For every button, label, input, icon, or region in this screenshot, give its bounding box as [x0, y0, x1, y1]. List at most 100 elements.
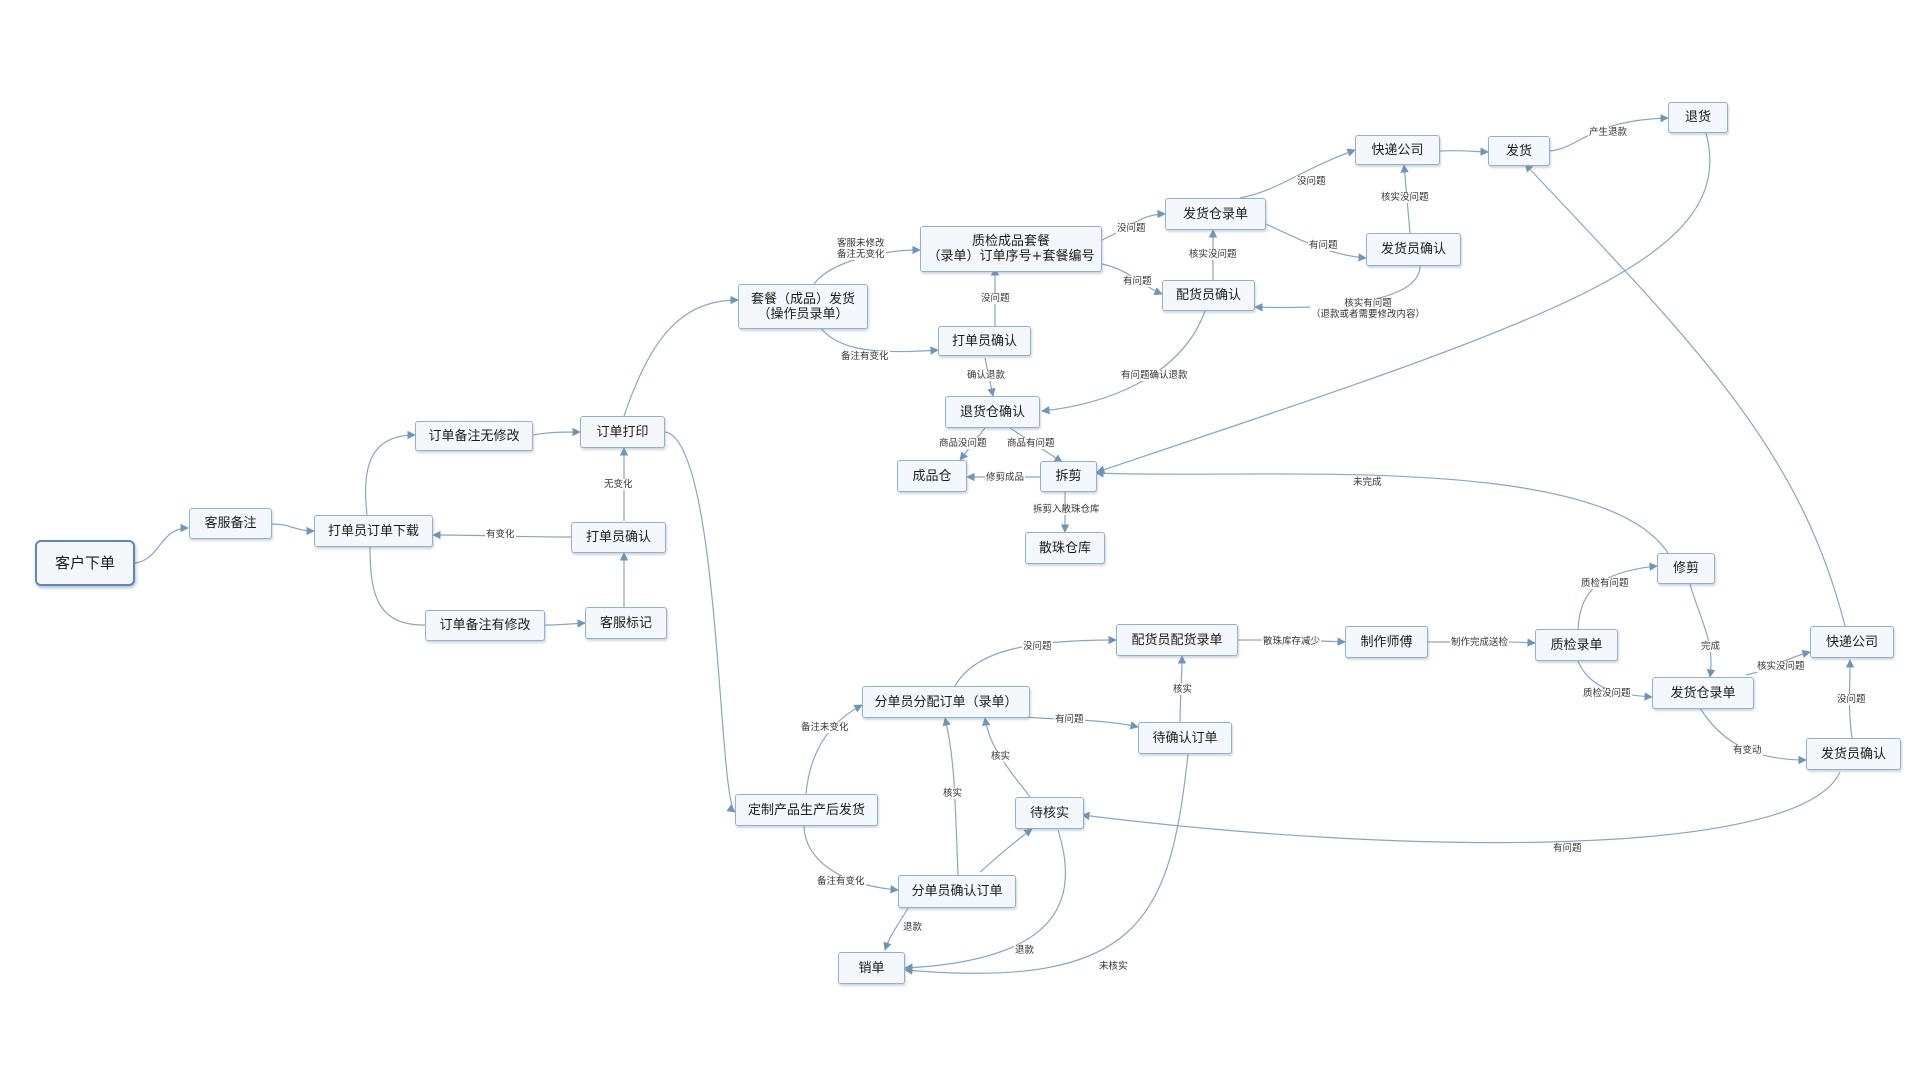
- node-maker[interactable]: 制作师傅: [1345, 626, 1428, 658]
- label-goods-issue: 商品有问题: [1006, 438, 1056, 449]
- label-note-changed-2: 备注有变化: [816, 876, 866, 887]
- label-verify-1: 核实: [1172, 684, 1194, 695]
- node-printer-download[interactable]: 打单员订单下载: [314, 515, 433, 547]
- node-qc-entry[interactable]: 质检录单: [1535, 629, 1618, 661]
- edge-custom-to-confirm-order: [803, 825, 899, 894]
- label-verified-ok-1: 核实没问题: [1188, 249, 1238, 260]
- label-verified-issue: 核实有问题 （退款或者需要修改内容）: [1310, 298, 1427, 320]
- node-printer-confirm[interactable]: 打单员确认: [571, 522, 666, 553]
- edge-courier2-to-ship: [1524, 163, 1846, 627]
- edge-download-to-no-change: [364, 430, 416, 516]
- edge-pending2-to-cancel: [904, 829, 1067, 972]
- node-cs-note[interactable]: 客服备注: [189, 508, 272, 539]
- label-has-problem-1: 有问题: [1122, 276, 1153, 287]
- node-customer-order[interactable]: 客户下单: [35, 540, 135, 586]
- label-no-problem-5: 没问题: [1836, 694, 1867, 705]
- node-pending-confirm-order[interactable]: 待确认订单: [1138, 722, 1232, 754]
- edge-picker-to-return: [1041, 310, 1206, 415]
- node-cs-mark[interactable]: 客服标记: [585, 607, 667, 639]
- node-return-warehouse-confirm[interactable]: 退货仓确认: [945, 396, 1040, 428]
- label-completed: 完成: [1700, 641, 1722, 652]
- node-shipper-confirm[interactable]: 发货员确认: [1366, 233, 1461, 266]
- edge-return-goods-to-cut: [1096, 132, 1711, 474]
- node-return-goods[interactable]: 退货: [1668, 102, 1728, 133]
- node-note-modified[interactable]: 订单备注有修改: [425, 610, 545, 641]
- node-dispatcher-confirm[interactable]: 分单员确认订单: [898, 875, 1016, 908]
- node-ship-warehouse-entry-2[interactable]: 发货仓录单: [1652, 677, 1754, 709]
- node-picker-pick-entry[interactable]: 配货员配货录单: [1116, 624, 1238, 656]
- label-no-problem-4: 没问题: [1022, 641, 1053, 652]
- node-order-print[interactable]: 订单打印: [580, 416, 665, 448]
- edge-qc-to-ship-entry: [1101, 209, 1166, 241]
- node-printer-confirm-2[interactable]: 打单员确认: [938, 326, 1031, 356]
- label-has-problem-4: 有问题: [1054, 714, 1085, 725]
- edge-trim-to-ship-entry2: [1689, 583, 1716, 678]
- label-verify-2: 核实: [990, 751, 1012, 762]
- node-courier-company[interactable]: 快递公司: [1355, 135, 1440, 165]
- edge-pending-to-cancel: [904, 753, 1189, 975]
- label-unfinished: 未完成: [1352, 477, 1383, 488]
- node-shipper-confirm-2[interactable]: 发货员确认: [1806, 738, 1901, 770]
- node-ship-warehouse-entry[interactable]: 发货仓录单: [1165, 198, 1266, 230]
- edge-qc-entry-to-trim: [1577, 562, 1658, 630]
- label-cs-unmodified: 客服未修改 备注无变化: [836, 238, 886, 260]
- label-verify-3: 核实: [942, 788, 964, 799]
- node-picker-confirm[interactable]: 配货员确认: [1162, 280, 1255, 311]
- label-note-changed: 备注有变化: [840, 351, 890, 362]
- label-refund-2: 退款: [1014, 945, 1036, 956]
- label-no-problem-2: 没问题: [1116, 223, 1147, 234]
- edge-changed-to-cs-mark: [544, 619, 586, 628]
- edge-courier-to-ship: [1439, 147, 1489, 156]
- node-cancel-order[interactable]: 销单: [838, 952, 905, 984]
- label-refund-generated: 产生退款: [1588, 127, 1629, 138]
- node-trim[interactable]: 修剪: [1657, 553, 1715, 584]
- label-verified-ok-2: 核实没问题: [1380, 192, 1430, 203]
- node-finished-warehouse[interactable]: 成品仓: [897, 460, 967, 492]
- label-no-problem-1: 没问题: [980, 293, 1011, 304]
- edge-print-to-custom: [664, 431, 736, 813]
- label-has-problem-3: 有问题: [1552, 843, 1583, 854]
- label-confirm-refund: 确认退款: [966, 370, 1007, 381]
- edge-ship-entry-to-courier: [1239, 148, 1356, 199]
- label-qc-ok: 质检没问题: [1582, 688, 1632, 699]
- node-note-unmodified[interactable]: 订单备注无修改: [415, 421, 533, 451]
- node-bead-warehouse[interactable]: 散珠仓库: [1025, 532, 1105, 564]
- label-refund-1: 退款: [902, 922, 924, 933]
- label-no-problem-3: 没问题: [1296, 176, 1327, 187]
- label-unverified: 未核实: [1098, 961, 1129, 972]
- label-issue-confirm-refund: 有问题确认退款: [1120, 370, 1189, 381]
- label-done-send-qc: 制作完成送检: [1450, 637, 1510, 648]
- label-verified-ok-3: 核实没问题: [1756, 661, 1806, 672]
- edge-custom-to-assign: [805, 704, 863, 795]
- node-qc-combo[interactable]: 质检成品套餐 （录单）订单序号+套餐编号: [920, 226, 1102, 272]
- edge-print-to-combo: [623, 295, 739, 417]
- edge-download-to-changed: [369, 546, 426, 626]
- label-trim-finished: 修剪成品: [985, 472, 1026, 483]
- label-changed: 有变化: [485, 529, 516, 540]
- node-ship[interactable]: 发货: [1488, 136, 1550, 166]
- edge-root-to-cs-note: [134, 523, 189, 564]
- edge-assign-to-pick-entry: [954, 635, 1117, 687]
- node-cut[interactable]: 拆剪: [1040, 461, 1097, 492]
- edge-no-change-to-print: [532, 427, 581, 437]
- label-cut-to-beads: 拆剪入散珠仓库: [1032, 504, 1101, 515]
- node-pending-verify[interactable]: 待核实: [1015, 797, 1084, 829]
- edge-trim-to-cut: [1095, 469, 1669, 554]
- label-no-change: 无变化: [603, 479, 634, 490]
- edge-confirm-order-to-cancel: [883, 907, 909, 951]
- label-has-problem-2: 有问题: [1308, 240, 1339, 251]
- edge-shipper2-to-pending2: [1081, 771, 1841, 844]
- node-custom-production[interactable]: 定制产品生产后发货: [735, 794, 878, 826]
- label-has-change: 有变动: [1732, 745, 1763, 756]
- label-goods-ok: 商品没问题: [938, 438, 988, 449]
- node-combo-ship[interactable]: 套餐（成品）发货 （操作员录单）: [738, 284, 868, 329]
- label-note-unchanged: 备注未变化: [800, 722, 850, 733]
- edge-confirm-order-to-assign: [942, 717, 959, 876]
- edge-confirm-order-to-pending2: [979, 828, 1033, 873]
- node-dispatcher-assign[interactable]: 分单员分配订单（录单）: [862, 686, 1030, 718]
- edge-cs-note-to-download: [271, 523, 315, 536]
- node-courier-company-2[interactable]: 快递公司: [1810, 626, 1894, 658]
- label-qc-issue: 质检有问题: [1580, 578, 1630, 589]
- label-bead-stock-decrease: 散珠库存减少: [1262, 636, 1322, 647]
